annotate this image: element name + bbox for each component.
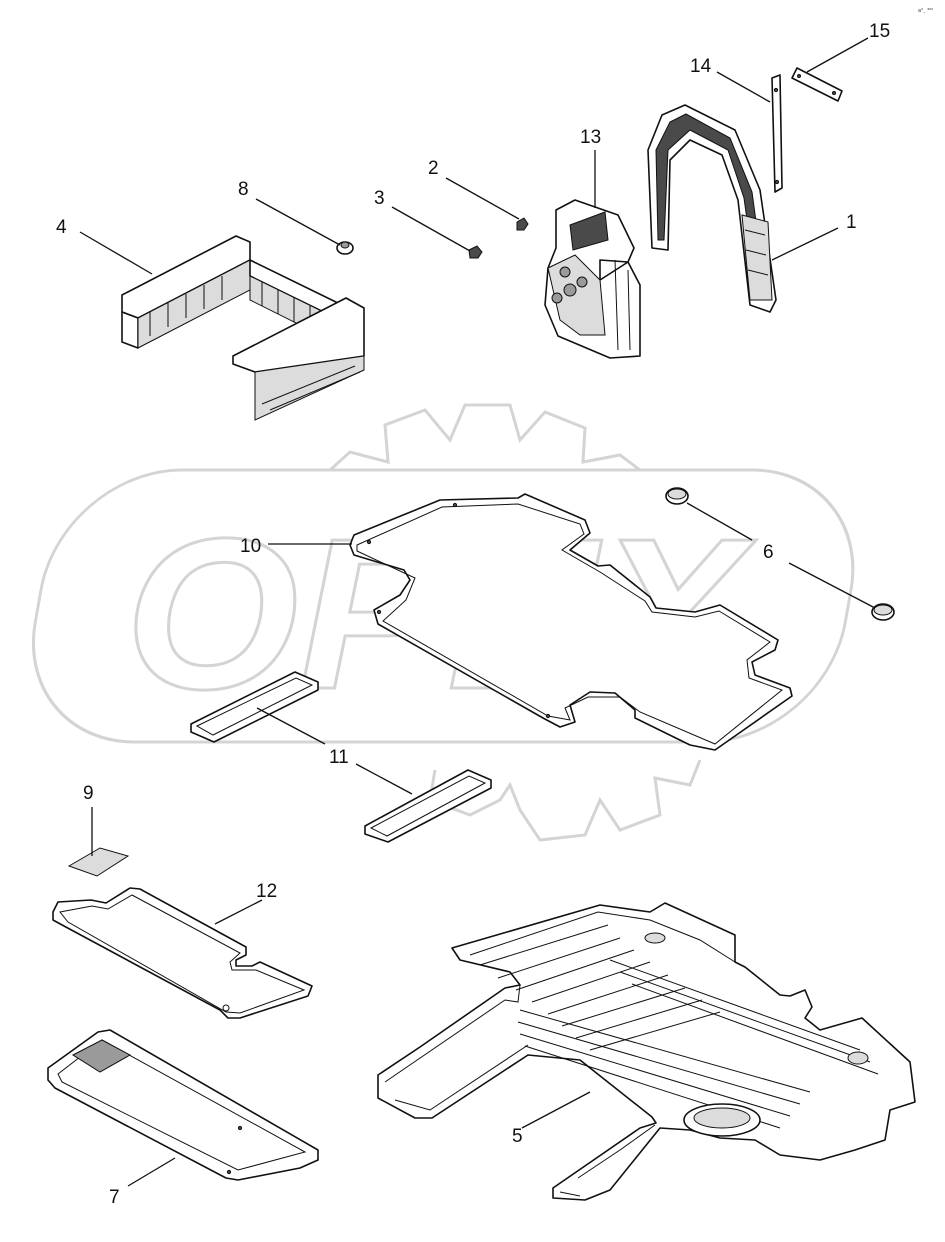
part-2-nut: [516, 217, 529, 231]
part-1-arch: [647, 104, 777, 313]
leader-lines: [79, 37, 876, 1187]
part-14-strip: [771, 74, 783, 193]
callout-6: 6: [763, 542, 774, 563]
part-11-strips: [190, 671, 492, 843]
callout-14: 14: [690, 56, 712, 77]
callout-4: 4: [56, 217, 67, 238]
callout-8: 8: [238, 179, 249, 200]
part-8-cap: [336, 241, 354, 255]
part-3-nut: [468, 245, 483, 259]
part-10-mat: [349, 493, 793, 751]
part-15-plate: [791, 67, 843, 102]
callout-7: 7: [109, 1187, 120, 1208]
part-6-plugs: [665, 487, 895, 621]
callout-15: 15: [869, 21, 890, 42]
corner-mark: a²¸ ³⁰⁰: [918, 8, 933, 14]
callout-5: 5: [512, 1126, 523, 1147]
part-5-floor: [377, 902, 916, 1201]
callout-11: 11: [329, 747, 349, 768]
callout-13: 13: [580, 127, 601, 148]
callout-1: 1: [846, 212, 857, 233]
callout-2: 2: [428, 158, 439, 179]
watermark-oval: [31, 468, 855, 744]
watermark-gear: [328, 403, 702, 842]
callouts: 1 2 3 4 5 6 7 8 9 10 11 12 13 14 15: [56, 21, 890, 1208]
callout-3: 3: [374, 188, 385, 209]
part-9-pad: [67, 847, 130, 877]
callout-10: 10: [240, 536, 261, 557]
callout-9: 9: [83, 783, 94, 804]
part-4-tray: [121, 235, 365, 421]
part-12-mat: [52, 887, 313, 1019]
callout-12: 12: [256, 881, 277, 902]
part-7-board: [47, 1029, 319, 1181]
part-13-housing: [544, 199, 641, 359]
